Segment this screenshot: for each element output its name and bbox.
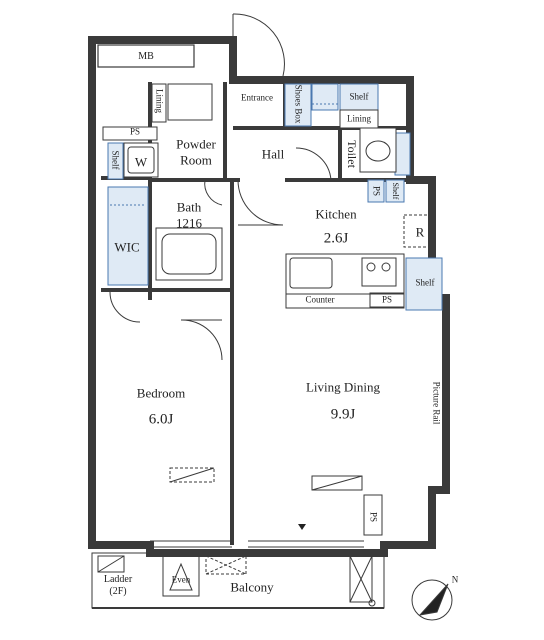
- compass-north-label: N: [451, 574, 459, 585]
- wic-label: WIC: [114, 239, 140, 255]
- counter-label: Counter: [305, 294, 335, 305]
- fridge-label: R: [415, 224, 425, 240]
- living-hatch: [311, 475, 363, 491]
- ps-top-label: PS: [129, 126, 141, 137]
- windows: [91, 40, 364, 548]
- washer-label: W: [134, 154, 148, 170]
- mb-box: [97, 44, 195, 68]
- lining-label-2: Lining: [347, 113, 371, 124]
- bedroom-hatch: [169, 467, 215, 483]
- lining-label-1: Lining: [154, 89, 165, 113]
- shelf-right-label: Shelf: [415, 277, 435, 288]
- entrance-label: Entrance: [241, 92, 273, 103]
- mb-label: MB: [138, 51, 154, 62]
- entry-marker: [298, 524, 306, 530]
- hall-label: Hall: [261, 146, 285, 162]
- even-label: Even: [171, 574, 191, 585]
- ladder-label: Ladder (2F): [103, 574, 133, 597]
- toilet-label: Toilet: [345, 140, 359, 168]
- entrance-door: [232, 13, 285, 82]
- picture-rail-label: Picture Rail: [431, 381, 442, 425]
- kitchen-label: Kitchen: [315, 206, 357, 222]
- bedroom-label: Bedroom: [136, 385, 186, 401]
- kitchen-size-label: 2.6J: [323, 230, 349, 247]
- living-dining-label: Living Dining: [305, 379, 381, 395]
- compass: [411, 579, 453, 621]
- shoes-box-label: Shoes Box: [293, 84, 304, 124]
- outer-wall: [88, 36, 450, 557]
- bedroom-size-label: 6.0J: [148, 411, 174, 428]
- powder-room-label: Powder Room: [176, 136, 216, 167]
- balcony-outline: [91, 552, 385, 609]
- counter-line: [285, 293, 405, 309]
- shelf-powder-label: Shelf: [110, 150, 121, 170]
- ps-counter-label: PS: [381, 294, 393, 305]
- fridge-box: [403, 214, 435, 248]
- bath-label: Bath 1216: [176, 199, 202, 230]
- storage-blocks: [107, 83, 443, 311]
- living-size-label: 9.9J: [330, 406, 356, 423]
- ps-bottom-label: PS: [368, 511, 379, 523]
- balcony-label: Balcony: [230, 579, 274, 595]
- ps-kitchen-label: PS: [371, 185, 382, 197]
- shelf-kitchen-small-label: Shelf: [391, 182, 400, 200]
- shelf-entrance-label: Shelf: [349, 91, 369, 102]
- fixture-boxes: [102, 83, 405, 536]
